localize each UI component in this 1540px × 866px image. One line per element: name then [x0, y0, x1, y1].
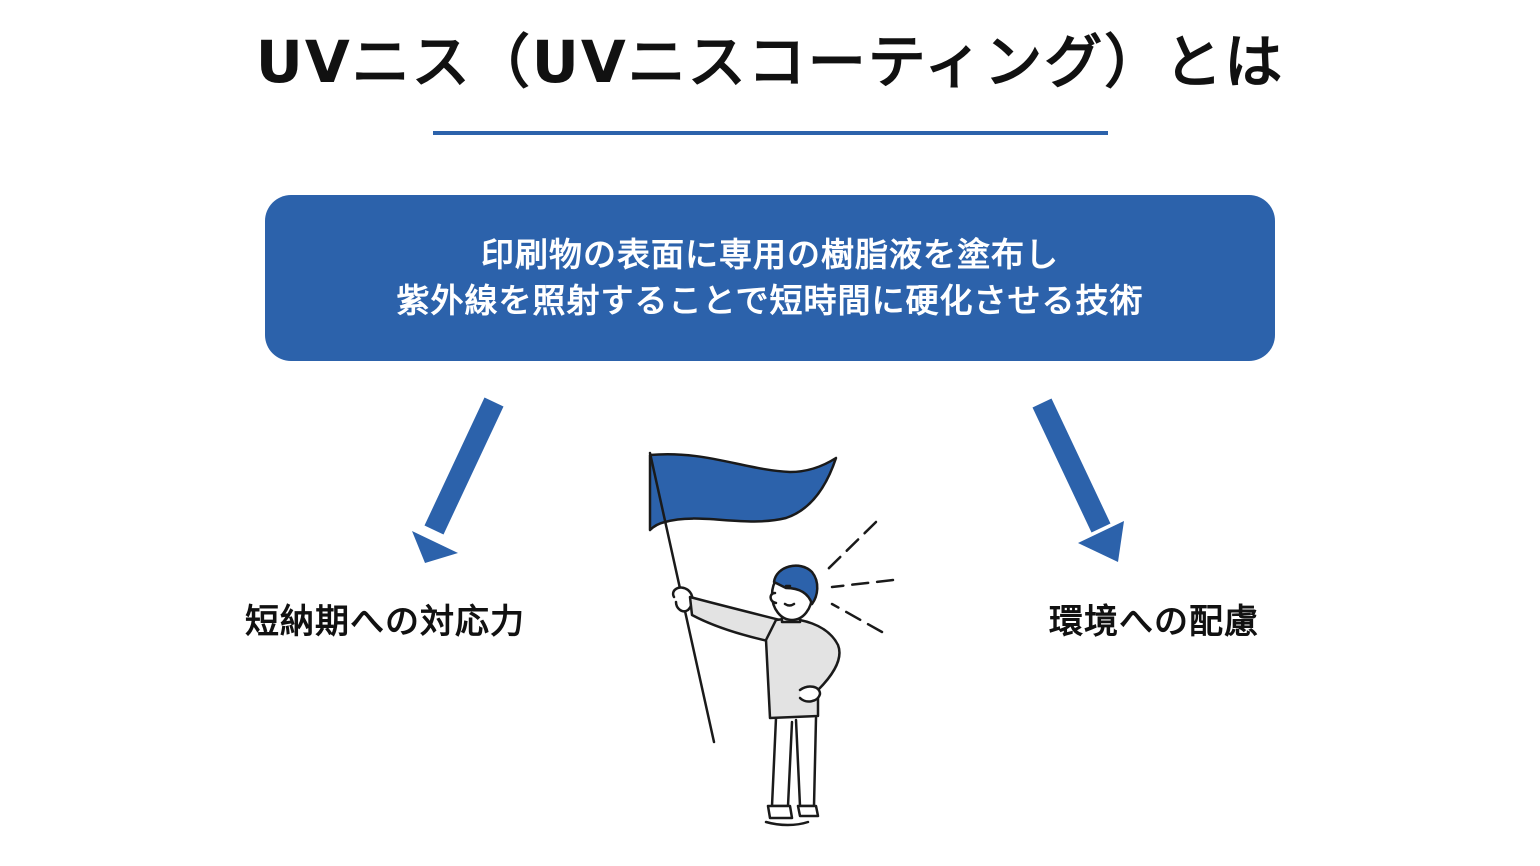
- shout-lines-icon: [825, 520, 895, 634]
- arrow-right-icon: [1032, 398, 1124, 562]
- arrow-left-icon: [412, 397, 504, 563]
- page-title: UVニス（UVニスコーティング）とは: [255, 28, 1285, 96]
- person-waving-flag-icon: [648, 451, 841, 827]
- definition-line-1: 印刷物の表面に専用の樹脂液を塗布し: [481, 235, 1059, 274]
- definition-line-2: 紫外線を照射することで短時間に硬化させる技術: [396, 281, 1144, 320]
- title-underline: [433, 131, 1108, 135]
- definition-box: 印刷物の表面に専用の樹脂液を塗布し 紫外線を照射することで短時間に硬化させる技術: [265, 195, 1275, 361]
- feature-environment: 環境への配慮: [1049, 602, 1259, 642]
- feature-short-lead-time: 短納期への対応力: [245, 602, 525, 642]
